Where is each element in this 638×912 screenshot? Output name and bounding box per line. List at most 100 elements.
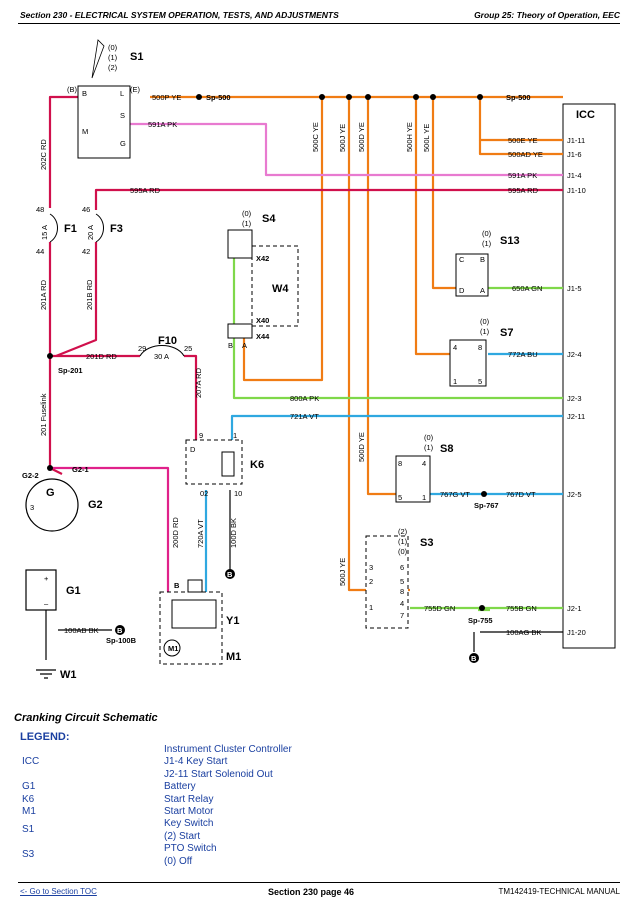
ground-marker: [115, 625, 125, 635]
s7-pos-1: (1): [480, 327, 490, 336]
s1-pos-1: (1): [108, 53, 118, 62]
wire-500e-label: 500E YE: [508, 136, 537, 145]
s7-pos-0: (0): [480, 317, 490, 326]
splice-sp500-right: Sp-500: [506, 93, 531, 102]
f1-pin-top: 48: [36, 205, 44, 214]
g1-battery-box: [25, 569, 57, 611]
wire-595a-label: 595A RD: [130, 186, 161, 195]
m1-motor-icon: [163, 639, 181, 657]
legend-code: S1: [22, 824, 35, 836]
wire-767g-label: 767G VT: [440, 490, 470, 499]
s3-label: S3: [420, 537, 433, 549]
wire-755b-label: 755B GN: [506, 604, 537, 613]
s3-pos-2: (2): [398, 527, 408, 536]
s3-switch-box: [365, 535, 409, 629]
f10-pin-left: 29: [138, 344, 146, 353]
diagram-caption: Cranking Circuit Schematic: [14, 712, 158, 724]
s4-pin-a: A: [242, 341, 247, 350]
wire-772a-label: 772A BU: [508, 350, 538, 359]
g2-alternator-body: [25, 478, 79, 532]
wire-591a-label: 591A PK: [148, 120, 177, 129]
splice-sp500-left: Sp-500: [206, 93, 231, 102]
s1-pin-b: B: [82, 89, 87, 98]
s13-pin-b: B: [480, 255, 485, 264]
f1-label: F1: [64, 223, 77, 235]
splice-dot: [479, 605, 485, 611]
wire-500d-lower-label: 500D YE: [357, 432, 366, 462]
splice-sp767: Sp-767: [474, 501, 499, 510]
w1-label: W1: [60, 669, 77, 681]
wire-500h-label: 500H YE: [405, 122, 414, 152]
splice-dot: [47, 465, 53, 471]
wire-720a-label: 720A VT: [196, 519, 205, 548]
s4-switch-box: [227, 229, 253, 259]
s3-pin-6: 6: [400, 563, 404, 572]
wire-591a-icc-label: 591A PK: [508, 171, 537, 180]
wire-201d-label: 201D RD: [86, 352, 117, 361]
icc-pin-j1-11: J1-11: [567, 136, 585, 145]
header-divider: [18, 23, 620, 24]
s7-pin-4: 4: [453, 343, 457, 352]
splice-dot: [196, 94, 202, 100]
f3-fuse: [95, 213, 104, 243]
footer-divider: [18, 882, 620, 883]
wire-800a-label: 800A PK: [290, 394, 319, 403]
s13-pin-a: A: [480, 286, 485, 295]
s13-pin-d: D: [459, 286, 465, 295]
legend-description-line: Instrument Cluster Controller: [164, 744, 292, 755]
wire-200d-label: 200D RD: [171, 517, 180, 548]
s1-pin-e-ext: (E): [130, 85, 141, 94]
wire-755d-label: 755D GN: [424, 604, 455, 613]
k6-pin-1: 1: [233, 431, 237, 440]
s3-pin-5: 5: [400, 577, 404, 586]
s1-pin-m: M: [82, 127, 88, 136]
m1-label: M1: [226, 651, 241, 663]
toc-link[interactable]: <- Go to Section TOC: [20, 887, 97, 896]
s4-connector-x44: X44: [256, 332, 270, 341]
s1-switch-box: [77, 85, 131, 159]
g2-pin-1: G2-1: [72, 465, 89, 474]
s8-switch-box: [395, 455, 431, 503]
legend-description-line: (2) Start: [164, 830, 201, 842]
f3-label: F3: [110, 223, 123, 235]
g2-pin-3: 3: [30, 503, 34, 512]
legend-description-line: PTO Switch: [164, 843, 217, 855]
s1-pos-2: (2): [108, 63, 118, 72]
ground-marker-label: B: [117, 626, 123, 635]
icc-label: ICC: [576, 109, 595, 121]
s4-connector-x40: X40: [256, 316, 269, 325]
k6-pin-9: 9: [199, 431, 203, 440]
legend-code: G1: [22, 781, 36, 793]
icc-pin-j1-20: J1-20: [567, 628, 586, 637]
w4-label: W4: [272, 283, 289, 295]
icc-pin-j1-5: J1-5: [567, 284, 582, 293]
ground-marker: [225, 569, 235, 579]
splice-dot: [47, 353, 53, 359]
wire-500j-lower-label: 500J YE: [338, 558, 347, 586]
s8-pin-4: 4: [422, 459, 426, 468]
s8-pos-1: (1): [424, 443, 434, 452]
s8-pin-1: 1: [422, 493, 426, 502]
x44-connector: [227, 323, 253, 339]
k6-pin-02: 02: [200, 489, 208, 498]
wire-500c-label: 500C YE: [311, 122, 320, 152]
k6-label: K6: [250, 459, 264, 471]
legend-description-line: J2-11 Start Solenoid Out: [164, 768, 273, 780]
legend-code: ICC: [22, 756, 40, 767]
wire-207a-label: 207A RD: [194, 367, 203, 398]
g2-g-label: G: [46, 487, 55, 499]
wire-500l-label: 500L YE: [422, 124, 431, 152]
splice-dot: [477, 94, 483, 100]
legend-description-line: J1-4 Key Start: [164, 756, 228, 768]
wire-202c-label: 202C RD: [39, 139, 48, 170]
s3-pin-8: 8: [400, 587, 404, 596]
s13-pos-0: (0): [482, 229, 492, 238]
k6-pin-d: D: [190, 445, 196, 454]
f3-pin-bottom: 42: [82, 247, 90, 256]
splice-dot: [481, 491, 487, 497]
s13-pos-1: (1): [482, 239, 492, 248]
icc-pin-j1-10: J1-10: [567, 186, 586, 195]
